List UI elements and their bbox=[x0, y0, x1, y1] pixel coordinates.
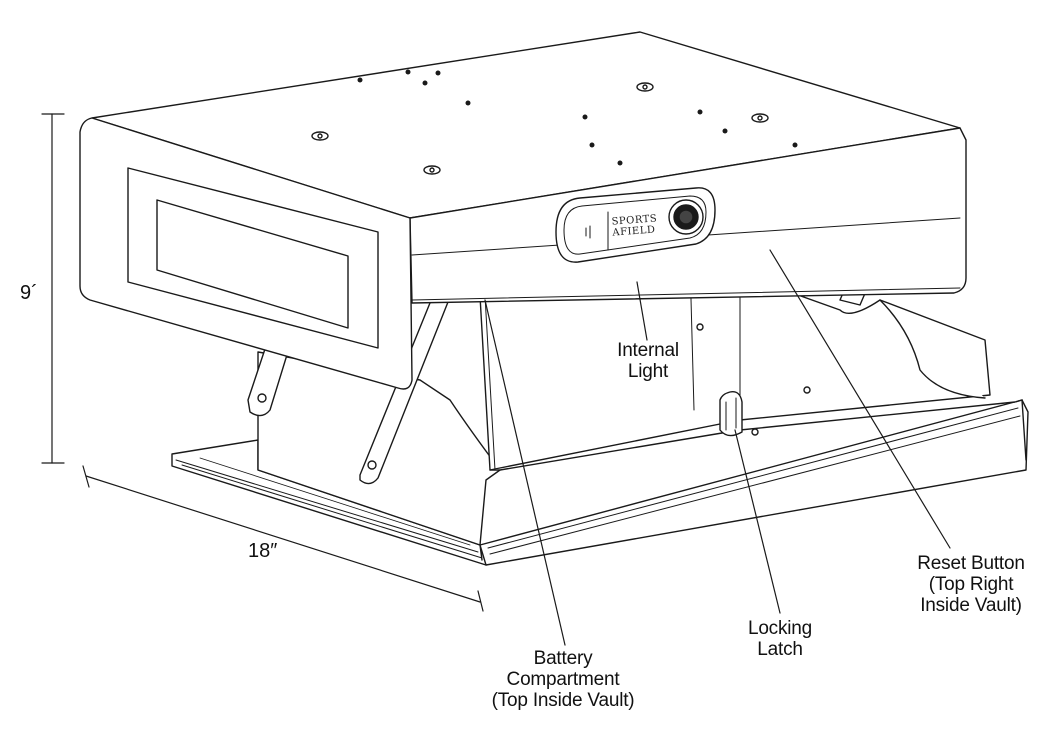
height-dimension-label: 9´ bbox=[20, 282, 38, 304]
lock-button-icon bbox=[668, 199, 704, 235]
internal-light-leader bbox=[636, 281, 648, 341]
brand-logo-text: SPORTS AFIELD bbox=[611, 213, 658, 238]
width-dimension-line bbox=[82, 465, 484, 612]
mounting-holes bbox=[357, 69, 798, 166]
leader-lines bbox=[484, 249, 951, 646]
locking-latch-part bbox=[719, 391, 743, 437]
left-panel-window bbox=[127, 167, 379, 349]
battery-compartment-label: Battery Compartment (Top Inside Vault) bbox=[491, 648, 635, 711]
locking-latch-leader bbox=[734, 429, 781, 614]
reset-button-leader bbox=[769, 249, 951, 549]
reset-button-label: Reset Button (Top Right Inside Vault) bbox=[917, 553, 1025, 616]
internal-light-label: Internal Light bbox=[617, 340, 679, 382]
battery-leader bbox=[484, 299, 566, 646]
keyhole-slots bbox=[311, 82, 769, 175]
locking-latch-label: Locking Latch bbox=[747, 618, 813, 660]
height-dimension-line bbox=[41, 113, 65, 464]
interior-holes bbox=[696, 323, 811, 436]
width-dimension-label: 18″ bbox=[248, 540, 278, 562]
